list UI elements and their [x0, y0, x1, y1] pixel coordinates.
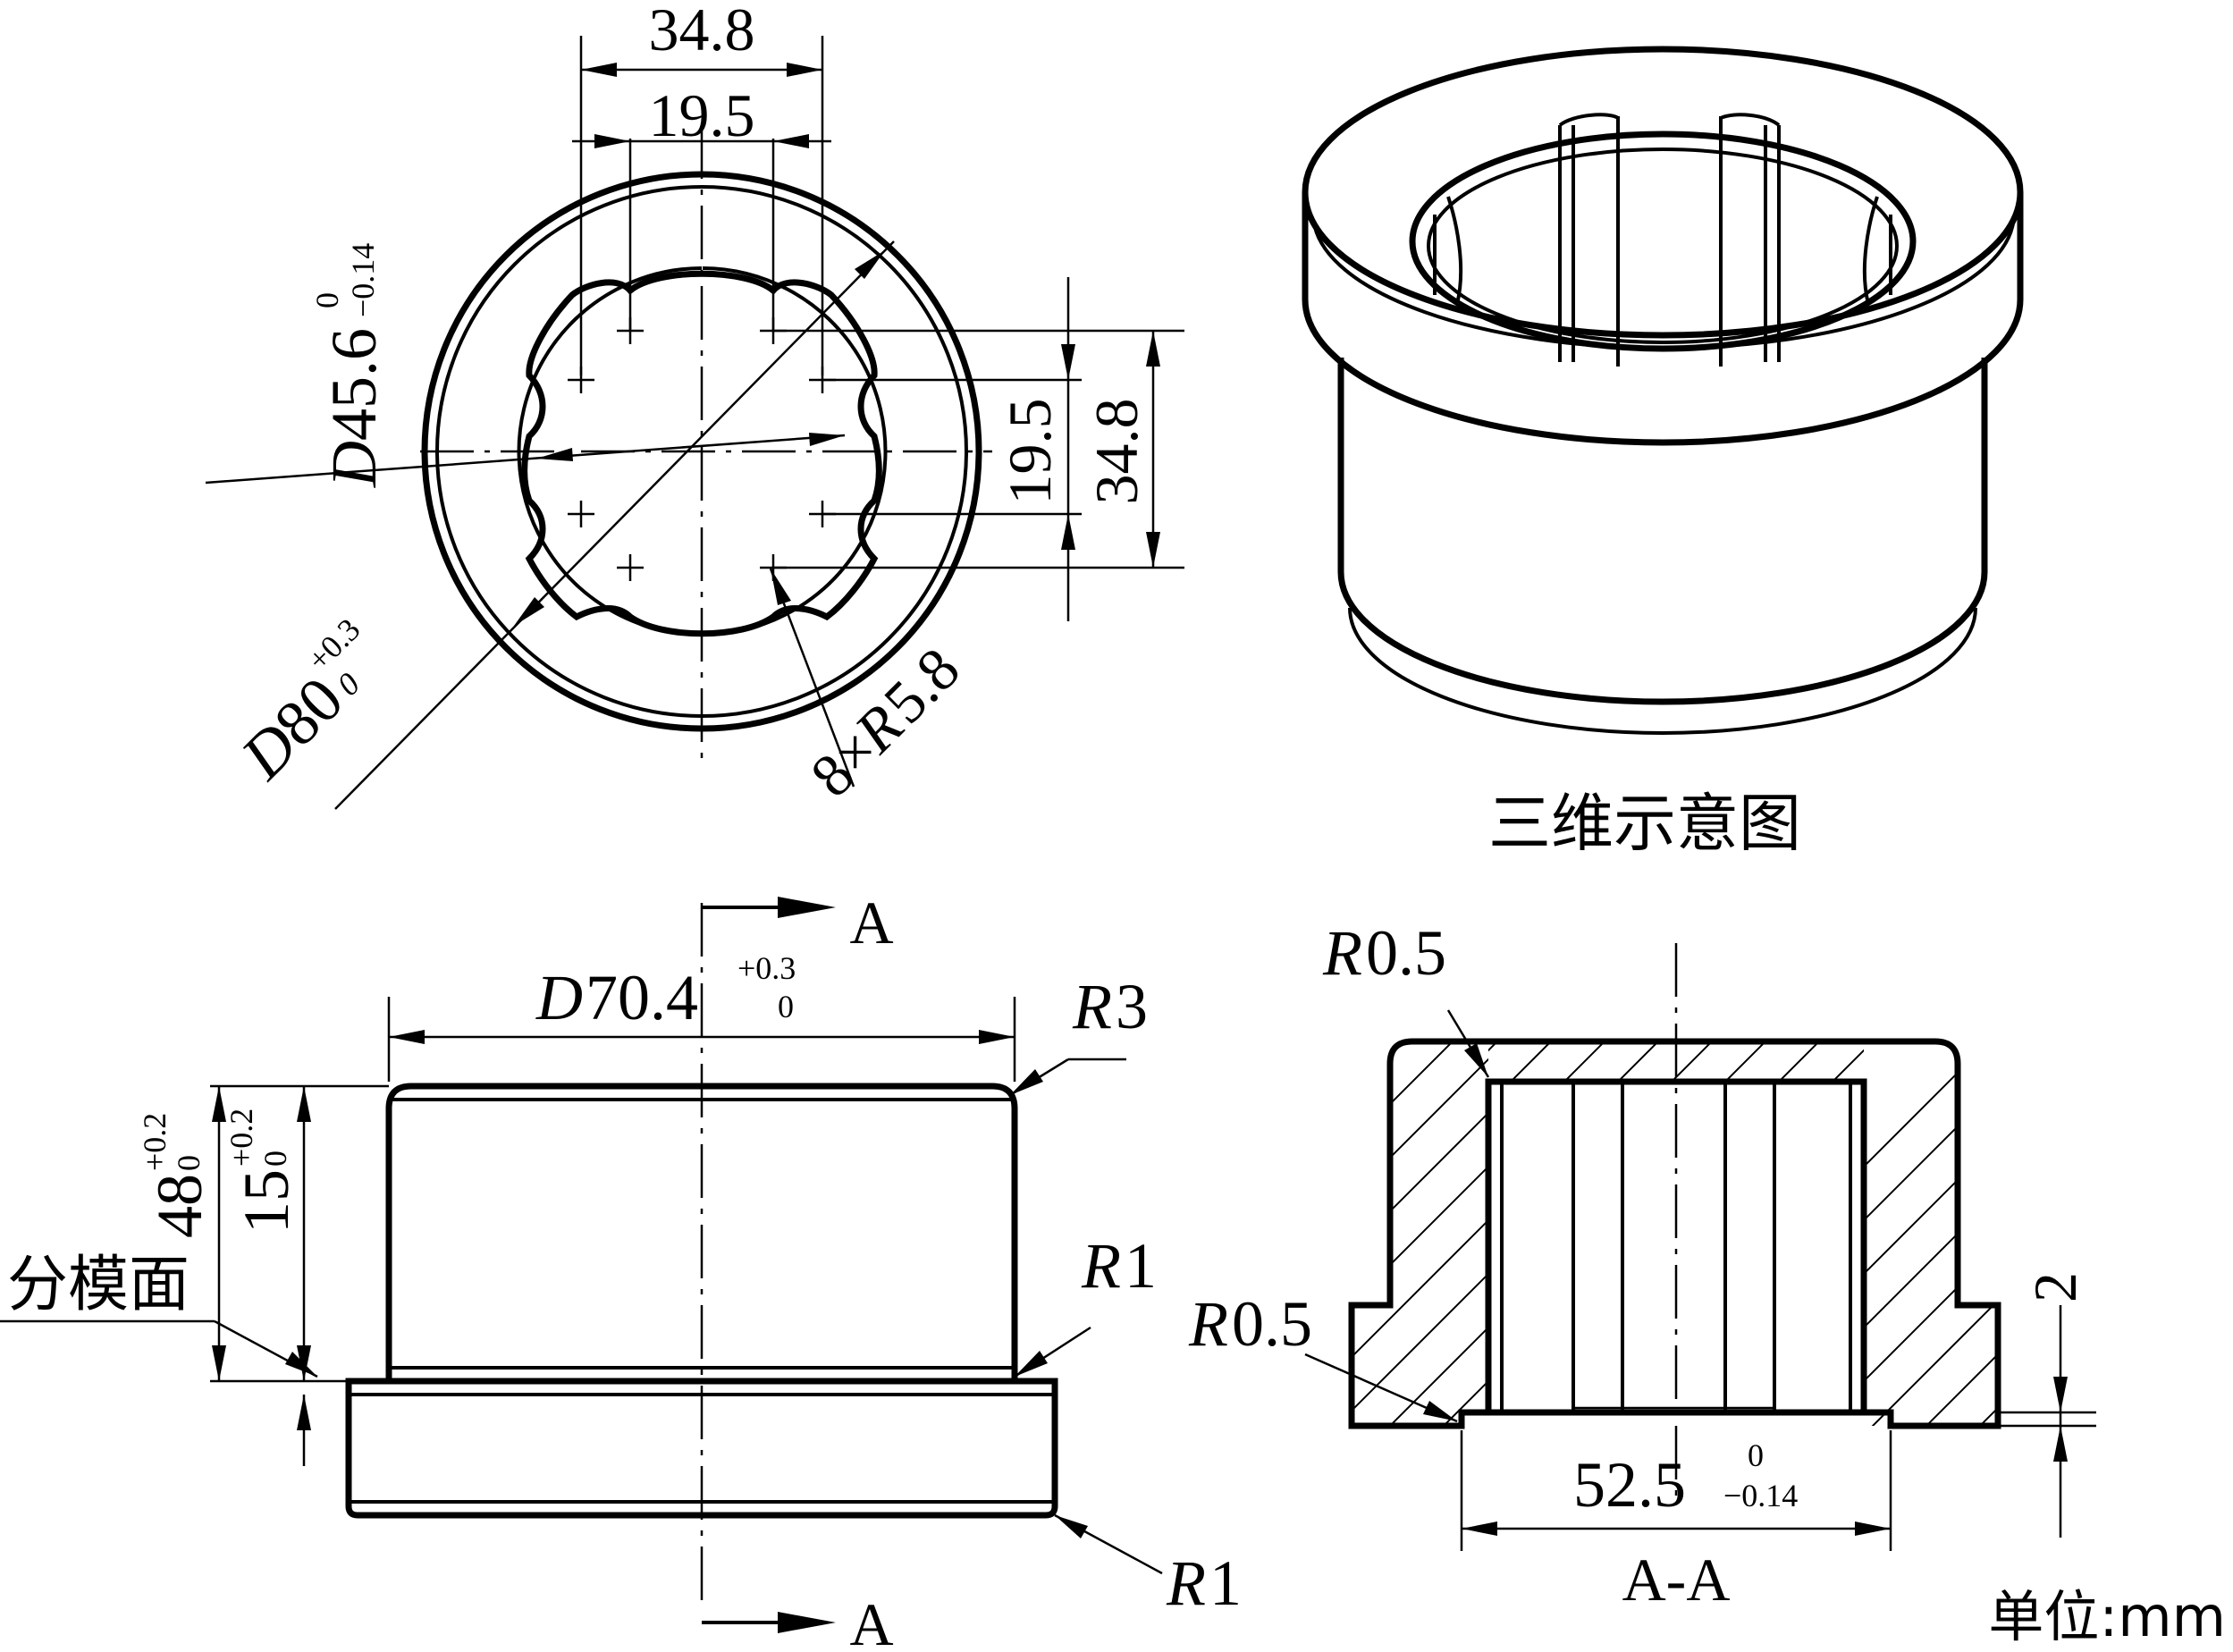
- d45-tol-lower: −0.14: [345, 243, 381, 317]
- d45-value: 45.6: [318, 328, 390, 441]
- iso-caption: 三维示意图: [1488, 787, 1801, 860]
- arrowhead: [809, 433, 845, 446]
- arrowhead: [778, 1612, 836, 1633]
- r0-5-bottom-prefix: R: [1188, 1288, 1228, 1360]
- arrowhead: [2053, 1426, 2068, 1462]
- r0-5-top-value: 0.5: [1366, 917, 1446, 989]
- arrowhead: [1146, 331, 1160, 367]
- iso-view: 三维示意图: [1302, 46, 2024, 860]
- section-caption: A-A: [1622, 1546, 1731, 1614]
- arrowhead: [594, 134, 630, 148]
- label-15: 15 +0.2 0: [223, 1108, 302, 1234]
- arrowhead: [1146, 532, 1160, 568]
- h15-tol-upper: +0.2: [223, 1108, 259, 1167]
- iso-flange-chamfer: [1312, 223, 2015, 350]
- arrowhead: [297, 1395, 311, 1430]
- d45-tol-upper: 0: [309, 292, 345, 308]
- label-d80: D 80 +0.3 0: [227, 611, 367, 793]
- arrowhead: [1015, 1351, 1048, 1377]
- arrowhead: [2053, 1377, 2068, 1412]
- h15-tol-lower: 0: [257, 1150, 293, 1167]
- leader-d45: [205, 434, 846, 485]
- arrowhead: [1464, 1043, 1488, 1077]
- section-outer-contour: [1348, 1038, 2001, 1429]
- r1-bottom-value: 1: [1209, 1547, 1242, 1619]
- label-52-5: 52.5 0 −0.14: [1573, 1437, 1798, 1521]
- h15-value: 15: [231, 1169, 302, 1234]
- r1-bottom-prefix: R: [1166, 1547, 1206, 1619]
- iso-bore-rim: [1409, 131, 1917, 352]
- arrowhead: [979, 1030, 1015, 1044]
- section-label-bottom: A: [849, 1590, 893, 1652]
- arrowhead: [389, 1030, 425, 1044]
- arrowhead: [1462, 1521, 1497, 1536]
- arrowhead: [1423, 1401, 1457, 1421]
- parting-surface-label: 分模面: [7, 1250, 190, 1320]
- h48-tol-upper: +0.2: [137, 1113, 173, 1171]
- leader-r5-8: [769, 568, 855, 788]
- unit-note: 单位:mm: [1988, 1584, 2226, 1649]
- label-d70: D 70.4 +0.3 0: [535, 950, 796, 1033]
- front-inner-bore: [521, 270, 882, 637]
- arrowhead: [778, 897, 836, 918]
- d70-tol-upper: +0.3: [737, 950, 796, 986]
- iso-body-chamfer: [1348, 607, 1977, 735]
- d70-tol-lower: 0: [778, 989, 794, 1024]
- w52-value: 52.5: [1573, 1449, 1686, 1521]
- d45-prefix: D: [318, 441, 390, 488]
- side-flange: [345, 1378, 1058, 1519]
- arrowhead: [297, 1086, 311, 1122]
- r3-value: 3: [1116, 971, 1148, 1042]
- arrowhead: [536, 448, 573, 461]
- arrowhead: [581, 63, 617, 77]
- arrowhead: [855, 250, 885, 279]
- dim-2: 2: [2021, 1272, 2089, 1302]
- label-d45: D 45.6 0 −0.14: [309, 243, 390, 488]
- r1-mid-value: 1: [1125, 1230, 1157, 1302]
- h48-tol-lower: 0: [171, 1155, 206, 1171]
- r0-5-bottom-value: 0.5: [1232, 1288, 1312, 1360]
- arrowhead: [212, 1086, 226, 1122]
- iso-bore-inner: [1427, 148, 1899, 344]
- arrowhead: [1061, 344, 1075, 380]
- section-label-top: A: [849, 889, 893, 957]
- arrowhead: [771, 569, 791, 605]
- arrowhead: [1010, 1069, 1043, 1095]
- arrowhead: [285, 1352, 317, 1377]
- w52-tol-upper: 0: [1748, 1437, 1764, 1473]
- section-inner-cavity: [1485, 1078, 1867, 1412]
- dim-19-5-horizontal: 19.5: [649, 81, 755, 149]
- iso-body: [1337, 358, 1988, 705]
- iso-flutes: [1433, 113, 1892, 367]
- arrowhead: [1855, 1521, 1891, 1536]
- r0-5-top-prefix: R: [1322, 917, 1362, 989]
- dim-19-5-vertical: 19.5: [996, 399, 1064, 505]
- d70-value: 70.4: [586, 962, 698, 1033]
- d70-prefix: D: [535, 962, 583, 1033]
- hatch-left: [1352, 1041, 1488, 1426]
- section-view: R 0.5 R 0.5 2 52.5 0 −0.14 A-A: [1188, 917, 2096, 1614]
- leader-d80: [334, 240, 895, 810]
- arrowhead: [514, 597, 544, 626]
- arrowhead: [1055, 1515, 1088, 1538]
- label-48: 48 +0.2 0: [137, 1113, 215, 1238]
- arrowhead: [773, 134, 809, 148]
- r3-prefix: R: [1072, 971, 1112, 1042]
- h48-value: 48: [144, 1174, 215, 1238]
- r1-mid-prefix: R: [1081, 1230, 1121, 1302]
- iso-flange-top: [1302, 46, 2024, 339]
- dim-34-8-vertical: 34.8: [1083, 399, 1150, 505]
- arrowhead: [212, 1345, 226, 1381]
- hatch-top: [1488, 1041, 1864, 1082]
- dim-34-8-horizontal: 34.8: [649, 0, 755, 63]
- side-view: A A D 70.4 +0.3 0 R 3 R 1 R 1: [0, 889, 1242, 1652]
- front-view: 34.8 19.5 19.5 34.8 D 45.6 0 −0.14 D 80: [205, 0, 1184, 810]
- arrowhead: [1061, 514, 1075, 550]
- w52-tol-lower: −0.14: [1723, 1478, 1798, 1513]
- arrowhead: [787, 63, 822, 77]
